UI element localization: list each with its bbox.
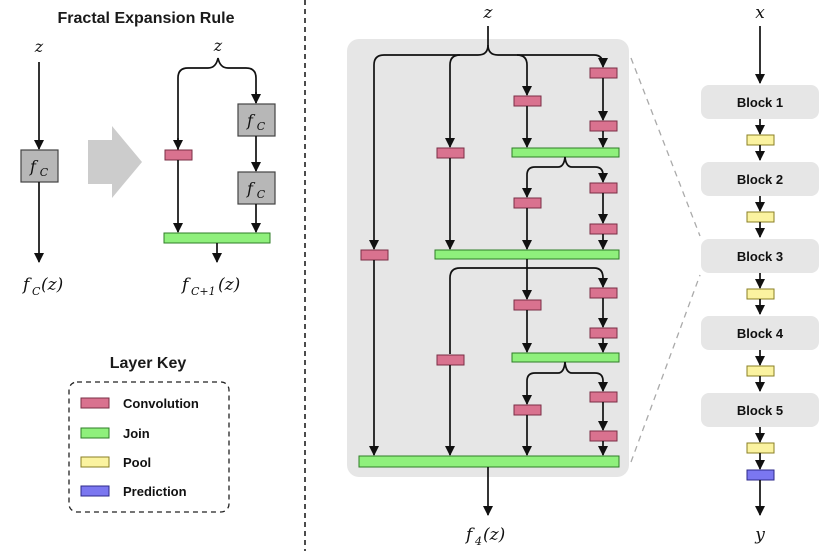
conv-layer (589, 120, 618, 132)
conv-layer (589, 287, 618, 299)
expanded-fractal-block-2 (237, 171, 276, 205)
base-output-arg: (z) (41, 275, 63, 295)
overview-input-label: x (755, 3, 765, 23)
expanded-block2-label: f (246, 179, 256, 198)
pool-layer-1 (746, 134, 775, 146)
expanded-output-sub: C+1 (191, 285, 216, 298)
zoom-line-top (630, 57, 701, 237)
block-1 (701, 85, 819, 119)
key-swatch-prediction (80, 485, 110, 497)
block-3 (701, 239, 819, 273)
join-layer-3 (511, 352, 620, 363)
conv-layer (436, 147, 465, 159)
key-swatch-join (80, 427, 110, 439)
conv-layer (513, 404, 542, 416)
base-output-sub: C (32, 285, 41, 298)
block-2 (701, 162, 819, 196)
conv-layer (589, 182, 618, 194)
conv-layer (360, 249, 389, 261)
conv-layer (513, 299, 542, 311)
key-label-pool: Pool (123, 455, 151, 470)
network-output-label: f (464, 525, 475, 545)
join-layer-1 (511, 147, 620, 158)
network-input-label: z (483, 3, 494, 23)
base-input-label: z (34, 37, 44, 56)
overview-output-label: y (754, 525, 765, 545)
expanded-output-arg: (z) (218, 275, 240, 295)
join-layer-2 (434, 249, 620, 260)
expanded-block1-label: f (246, 111, 256, 130)
block-1-label: Block 1 (737, 95, 783, 110)
pool-layer-2 (746, 211, 775, 223)
block-4-label: Block 4 (737, 326, 784, 341)
block-5-label: Block 5 (737, 403, 783, 418)
zoom-line-bottom (630, 274, 701, 463)
layer-key-box (68, 381, 230, 513)
conv-layer (589, 223, 618, 235)
expanded-input-label: z (213, 36, 223, 55)
fractal-network-panel: z (347, 3, 701, 548)
expanded-split-brace (177, 57, 257, 150)
conv-layer (436, 354, 465, 366)
layer-key-title: Layer Key (110, 355, 187, 372)
conv-layer (513, 95, 542, 107)
pool-layer-3 (746, 288, 775, 300)
base-output-label: f (21, 275, 32, 295)
prediction-layer (746, 469, 775, 481)
expansion-rule-title: Fractal Expansion Rule (58, 10, 235, 27)
expanded-output-label: f (180, 275, 191, 295)
expanded-conv-layer (164, 149, 193, 161)
network-overview-panel: x Block 1 Block 2 Block 3 Block 4 Block … (701, 3, 819, 545)
base-block-label: f (29, 157, 39, 176)
join-layer-final (358, 455, 620, 468)
network-output-sub: 4 (474, 535, 482, 548)
expanded-join-layer (163, 232, 271, 244)
key-swatch-convolution (80, 397, 110, 409)
conv-layer (589, 327, 618, 339)
network-output-arg: (z) (483, 525, 505, 545)
key-label-convolution: Convolution (123, 396, 199, 411)
expanded-block1-sub: C (257, 120, 266, 133)
expanded-block2-sub: C (257, 188, 266, 201)
block-3-label: Block 3 (737, 249, 783, 264)
key-swatch-pool (80, 456, 110, 468)
expand-arrow-icon (88, 126, 142, 198)
key-label-join: Join (123, 426, 150, 441)
block-5 (701, 393, 819, 427)
key-label-prediction: Prediction (123, 484, 187, 499)
conv-layer (589, 391, 618, 403)
conv-layer (513, 197, 542, 209)
base-block-sub: C (40, 166, 49, 179)
column-1-path (368, 26, 489, 251)
block-2-label: Block 2 (737, 172, 783, 187)
expanded-fractal-block-1 (237, 103, 276, 137)
conv-layer (589, 430, 618, 442)
conv-layer (589, 67, 618, 79)
block-4 (701, 316, 819, 350)
expansion-rule-panel: Fractal Expansion Rule z f C f C (z) z f… (20, 10, 276, 513)
pool-layer-5 (746, 442, 775, 454)
pool-layer-4 (746, 365, 775, 377)
